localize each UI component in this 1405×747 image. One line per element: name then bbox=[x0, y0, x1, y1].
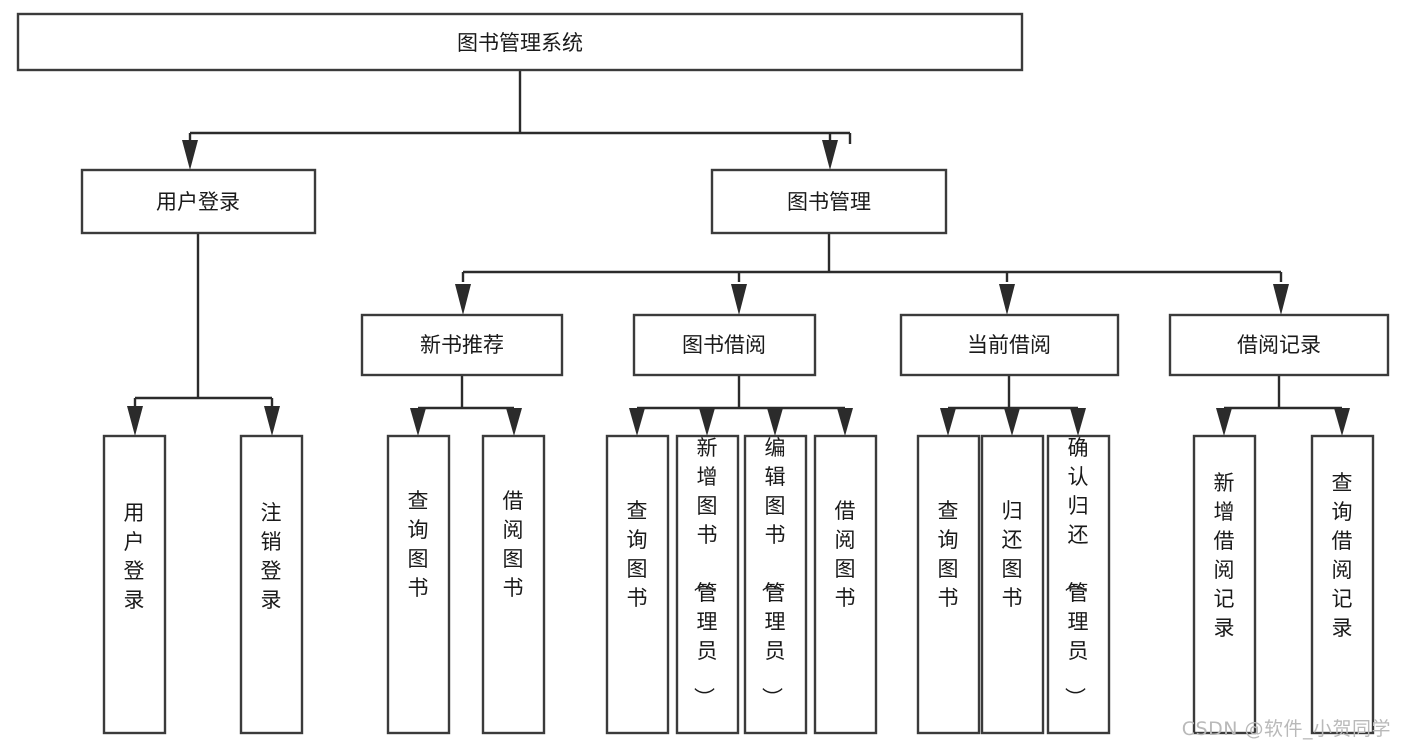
arrow-head-icon bbox=[767, 408, 783, 436]
node-label-leaf-user-login: 用户登录 bbox=[124, 501, 145, 612]
node-box-shape bbox=[102, 434, 167, 735]
node-box-shape bbox=[80, 168, 317, 235]
connector-currentborrow-to-leaves bbox=[940, 375, 1086, 436]
arrow-head-icon bbox=[506, 408, 522, 436]
node-box-shape bbox=[239, 434, 304, 735]
arrow-head-icon bbox=[455, 284, 471, 315]
node-leaf-return-book[interactable]: 归还图书 bbox=[980, 434, 1045, 735]
node-label-leaf-logout: 注销登录 bbox=[261, 501, 282, 612]
arrow-head-icon bbox=[822, 140, 838, 170]
node-box-shape bbox=[386, 434, 451, 735]
node-label-user-login: 用户登录 bbox=[156, 190, 240, 214]
node-leaf-borrow-book-2[interactable]: 借阅图书 bbox=[813, 434, 878, 735]
node-label-leaf-add-borrow-record: 新增借阅记录 bbox=[1214, 471, 1235, 640]
arrow-head-icon bbox=[1004, 408, 1020, 436]
node-label-leaf-return-book: 归还图书 bbox=[1002, 499, 1023, 610]
connector-root-to-level2 bbox=[182, 70, 852, 170]
node-user-login[interactable]: 用户登录 bbox=[80, 168, 317, 235]
node-box-shape bbox=[16, 12, 1024, 72]
arrow-head-icon bbox=[410, 408, 426, 436]
node-label-borrow-record: 借阅记录 bbox=[1237, 333, 1321, 357]
arrow-head-icon bbox=[1216, 408, 1232, 436]
node-box-shape bbox=[710, 168, 948, 235]
node-box-shape bbox=[899, 313, 1120, 377]
node-current-borrow[interactable]: 当前借阅 bbox=[899, 313, 1120, 377]
node-leaf-add-borrow-record[interactable]: 新增借阅记录 bbox=[1192, 434, 1257, 735]
node-borrow-record[interactable]: 借阅记录 bbox=[1168, 313, 1390, 377]
node-label-leaf-query-book-2: 查询图书 bbox=[627, 499, 648, 610]
node-box-shape bbox=[605, 434, 670, 735]
arrow-head-icon bbox=[182, 140, 198, 170]
arrow-head-icon bbox=[940, 408, 956, 436]
connector-bookborrow-to-leaves bbox=[629, 375, 853, 436]
node-label-leaf-query-book-1: 查询图书 bbox=[408, 489, 429, 600]
node-box-shape bbox=[675, 434, 740, 735]
node-box-shape bbox=[813, 434, 878, 735]
node-label-book-management: 图书管理 bbox=[787, 190, 871, 214]
arrow-head-icon bbox=[999, 284, 1015, 315]
node-leaf-query-borrow-record[interactable]: 查询借阅记录 bbox=[1310, 434, 1375, 735]
node-label-book-borrow: 图书借阅 bbox=[682, 333, 766, 357]
node-label-leaf-query-borrow-record: 查询借阅记录 bbox=[1332, 471, 1353, 640]
node-box-shape bbox=[360, 313, 564, 377]
node-label-leaf-query-book-3: 查询图书 bbox=[938, 499, 959, 610]
node-new-book-recommend[interactable]: 新书推荐 bbox=[360, 313, 564, 377]
node-leaf-add-book-admin[interactable]: 新增图书（管理员） bbox=[675, 434, 740, 735]
node-box-shape bbox=[632, 313, 817, 377]
node-label-new-book-recommend: 新书推荐 bbox=[420, 333, 504, 357]
node-leaf-edit-book-admin[interactable]: 编辑图书（管理员） bbox=[743, 434, 808, 735]
node-label-leaf-borrow-book-2: 借阅图书 bbox=[835, 499, 856, 610]
node-label-root: 图书管理系统 bbox=[457, 31, 583, 55]
node-label-leaf-borrow-book-1: 借阅图书 bbox=[503, 489, 524, 600]
arrow-head-icon bbox=[264, 406, 280, 436]
connector-borrowrecord-to-leaves bbox=[1216, 375, 1350, 436]
node-label-leaf-confirm-return-admin: 确认归还（管理员） bbox=[1063, 436, 1089, 708]
node-leaf-query-book-1[interactable]: 查询图书 bbox=[386, 434, 451, 735]
node-leaf-confirm-return-admin[interactable]: 确认归还（管理员） bbox=[1046, 434, 1111, 735]
connector-userlogin-to-leaves bbox=[127, 233, 280, 436]
arrow-head-icon bbox=[629, 408, 645, 436]
connector-newbook-to-leaves bbox=[410, 375, 522, 436]
node-box-shape bbox=[980, 434, 1045, 735]
node-box-shape bbox=[743, 434, 808, 735]
node-leaf-borrow-book-1[interactable]: 借阅图书 bbox=[481, 434, 546, 735]
arrow-head-icon bbox=[699, 408, 715, 436]
node-leaf-query-book-3[interactable]: 查询图书 bbox=[916, 434, 981, 735]
arrow-head-icon bbox=[731, 284, 747, 315]
node-box-shape bbox=[916, 434, 981, 735]
arrow-head-icon bbox=[1334, 408, 1350, 436]
arrow-head-icon bbox=[1070, 408, 1086, 436]
node-label-leaf-add-book-admin: 新增图书（管理员） bbox=[692, 436, 718, 708]
arrow-head-icon bbox=[837, 408, 853, 436]
node-label-current-borrow: 当前借阅 bbox=[967, 333, 1051, 357]
node-box-shape bbox=[481, 434, 546, 735]
node-leaf-user-login[interactable]: 用户登录 bbox=[102, 434, 167, 735]
node-label-leaf-edit-book-admin: 编辑图书（管理员） bbox=[760, 436, 786, 708]
arrow-head-icon bbox=[127, 406, 143, 436]
node-leaf-query-book-2[interactable]: 查询图书 bbox=[605, 434, 670, 735]
arrow-head-icon bbox=[1273, 284, 1289, 315]
node-book-management[interactable]: 图书管理 bbox=[710, 168, 948, 235]
node-box-shape bbox=[1192, 434, 1257, 735]
node-book-borrow[interactable]: 图书借阅 bbox=[632, 313, 817, 377]
node-box-shape bbox=[1046, 434, 1111, 735]
connector-bookmgmt-to-level3 bbox=[455, 233, 1289, 315]
node-box-shape bbox=[1310, 434, 1375, 735]
node-leaf-logout[interactable]: 注销登录 bbox=[239, 434, 304, 735]
node-root-book-management-system[interactable]: 图书管理系统 bbox=[16, 12, 1024, 72]
node-box-shape bbox=[1168, 313, 1390, 377]
